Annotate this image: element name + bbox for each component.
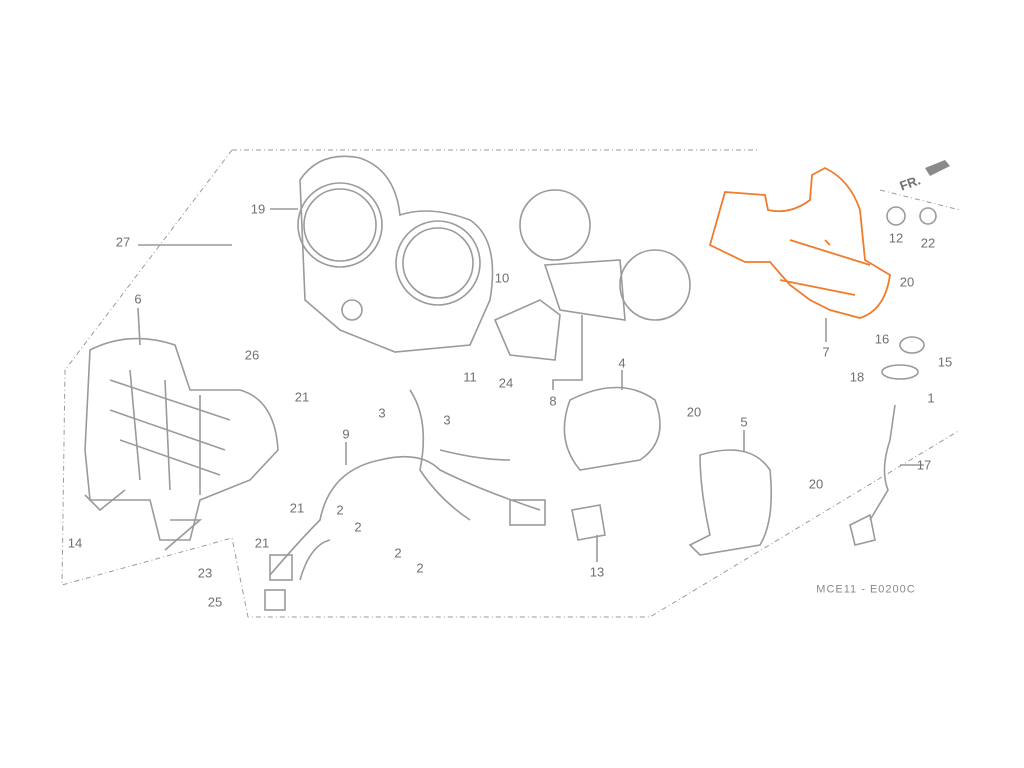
wire-harness-part — [269, 389, 541, 581]
callout-19: 19 — [250, 201, 266, 217]
callout-11: 11 — [463, 369, 477, 385]
meter-case-part — [297, 155, 494, 353]
callout-16: 16 — [874, 331, 890, 347]
callout-2: 2 — [336, 502, 344, 518]
front-arrow-icon — [925, 160, 950, 176]
callout-2: 2 — [394, 545, 402, 561]
lower-cover-part — [688, 449, 773, 556]
meter-stay-part-highlighted — [708, 166, 891, 319]
nut-part — [919, 207, 937, 225]
meter-housing-part — [84, 337, 279, 551]
sensor-cable-part — [849, 404, 896, 546]
callout-2: 2 — [354, 519, 362, 535]
callout-8: 8 — [549, 393, 557, 409]
callout-6: 6 — [134, 291, 142, 307]
callout-20: 20 — [808, 476, 824, 492]
leader-lines — [137, 208, 924, 562]
callout-20: 20 — [686, 404, 702, 420]
connector-icon — [264, 589, 286, 611]
callout-15: 15 — [937, 354, 953, 370]
combination-meter-part — [493, 189, 691, 361]
washer-part — [881, 364, 919, 380]
figure-code: MCE11 - E0200C — [816, 583, 916, 596]
connector-icon — [269, 554, 293, 581]
callout-2: 2 — [416, 560, 424, 576]
assembly-boundary — [61, 149, 961, 618]
callout-4: 4 — [618, 355, 626, 371]
callout-1: 1 — [927, 390, 935, 406]
meter-cover-part — [563, 386, 661, 471]
callout-25: 25 — [207, 594, 223, 610]
callout-13: 13 — [589, 564, 605, 580]
callout-21: 21 — [289, 500, 305, 516]
callout-7: 7 — [822, 344, 830, 360]
callout-12: 12 — [888, 230, 904, 246]
connector-icon — [509, 499, 546, 526]
callout-22: 22 — [920, 235, 936, 251]
callout-3: 3 — [443, 412, 451, 428]
callout-14: 14 — [67, 535, 83, 551]
callout-10: 10 — [494, 270, 510, 286]
callout-18: 18 — [849, 369, 865, 385]
callout-9: 9 — [342, 426, 350, 442]
rubber-mount-part — [886, 206, 906, 226]
callout-23: 23 — [197, 565, 213, 581]
callout-24: 24 — [498, 375, 514, 391]
callout-21: 21 — [294, 389, 310, 405]
callout-17: 17 — [916, 457, 932, 473]
callout-26: 26 — [244, 347, 260, 363]
bracket-part — [571, 504, 606, 541]
callout-3: 3 — [378, 405, 386, 421]
callout-5: 5 — [740, 414, 748, 430]
callout-21: 21 — [254, 535, 270, 551]
callout-27: 27 — [115, 234, 131, 250]
callout-20: 20 — [899, 274, 915, 290]
grommet-part — [899, 336, 925, 354]
